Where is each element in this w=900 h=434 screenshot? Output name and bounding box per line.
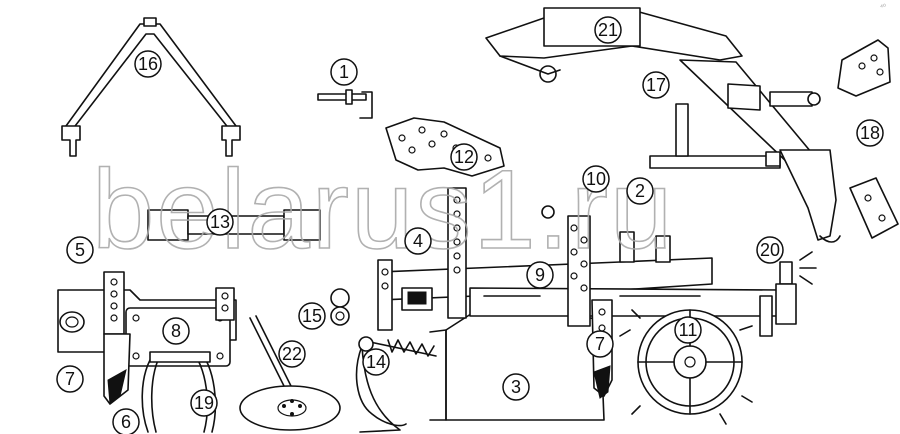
part-small-20 — [775, 251, 817, 325]
callout-19-label: 19 — [194, 393, 214, 413]
part-a-frame — [61, 17, 241, 157]
corner-mark: ⁴⁰ — [880, 3, 886, 11]
callout-21: 21 — [594, 16, 622, 44]
callout-22-label: 22 — [282, 344, 302, 364]
part-axle — [147, 209, 321, 241]
callout-16-label: 16 — [138, 54, 158, 74]
callout-20-label: 20 — [760, 240, 780, 260]
callout-10: 10 — [582, 165, 610, 193]
callout-14: 14 — [362, 348, 390, 376]
callout-5-label: 5 — [75, 240, 85, 260]
callout-8-label: 8 — [171, 321, 181, 341]
callout-11: 11 — [674, 316, 702, 344]
part-wheel — [619, 295, 773, 425]
callout-3-label: 3 — [511, 377, 521, 397]
callout-17: 17 — [642, 71, 670, 99]
callout-1-label: 1 — [339, 62, 349, 82]
callout-4: 4 — [404, 227, 432, 255]
callout-8: 8 — [162, 317, 190, 345]
callout-5: 5 — [66, 236, 94, 264]
callout-6: 6 — [112, 408, 140, 434]
callout-2: 2 — [626, 177, 654, 205]
watermark: belarus1.ru — [92, 147, 674, 272]
callout-9: 9 — [526, 261, 554, 289]
callout-21-label: 21 — [598, 20, 618, 40]
callout-9-label: 9 — [535, 265, 545, 285]
callout-20: 20 — [756, 236, 784, 264]
callout-11-label: 11 — [679, 320, 698, 340]
callout-7-right: 7 — [586, 330, 614, 358]
callout-22: 22 — [278, 340, 306, 368]
callout-7-right-label: 7 — [595, 334, 605, 354]
callout-12: 12 — [450, 143, 478, 171]
callout-15: 15 — [298, 302, 326, 330]
part-spring-tine — [355, 259, 437, 433]
part-bracket-plates — [837, 39, 899, 239]
callout-13: 13 — [206, 208, 234, 236]
callout-2-label: 2 — [635, 181, 645, 201]
callout-18: 18 — [856, 119, 884, 147]
callout-4-label: 4 — [413, 231, 423, 251]
part-washers — [330, 288, 350, 326]
part-pin — [317, 89, 373, 119]
callout-6-label: 6 — [121, 412, 131, 432]
callout-19: 19 — [190, 389, 218, 417]
callout-18-label: 18 — [860, 123, 880, 143]
part-disc — [239, 315, 341, 431]
callout-3: 3 — [502, 373, 530, 401]
callout-1: 1 — [330, 58, 358, 86]
callout-7-left: 7 — [56, 365, 84, 393]
callout-12-label: 12 — [454, 147, 474, 167]
callout-10-label: 10 — [586, 169, 606, 189]
callout-7-left-label: 7 — [65, 369, 75, 389]
callout-17-label: 17 — [646, 75, 666, 95]
callout-14-label: 14 — [366, 352, 386, 372]
callout-13-label: 13 — [210, 212, 230, 232]
callout-16: 16 — [134, 50, 162, 78]
callout-15-label: 15 — [302, 306, 322, 326]
